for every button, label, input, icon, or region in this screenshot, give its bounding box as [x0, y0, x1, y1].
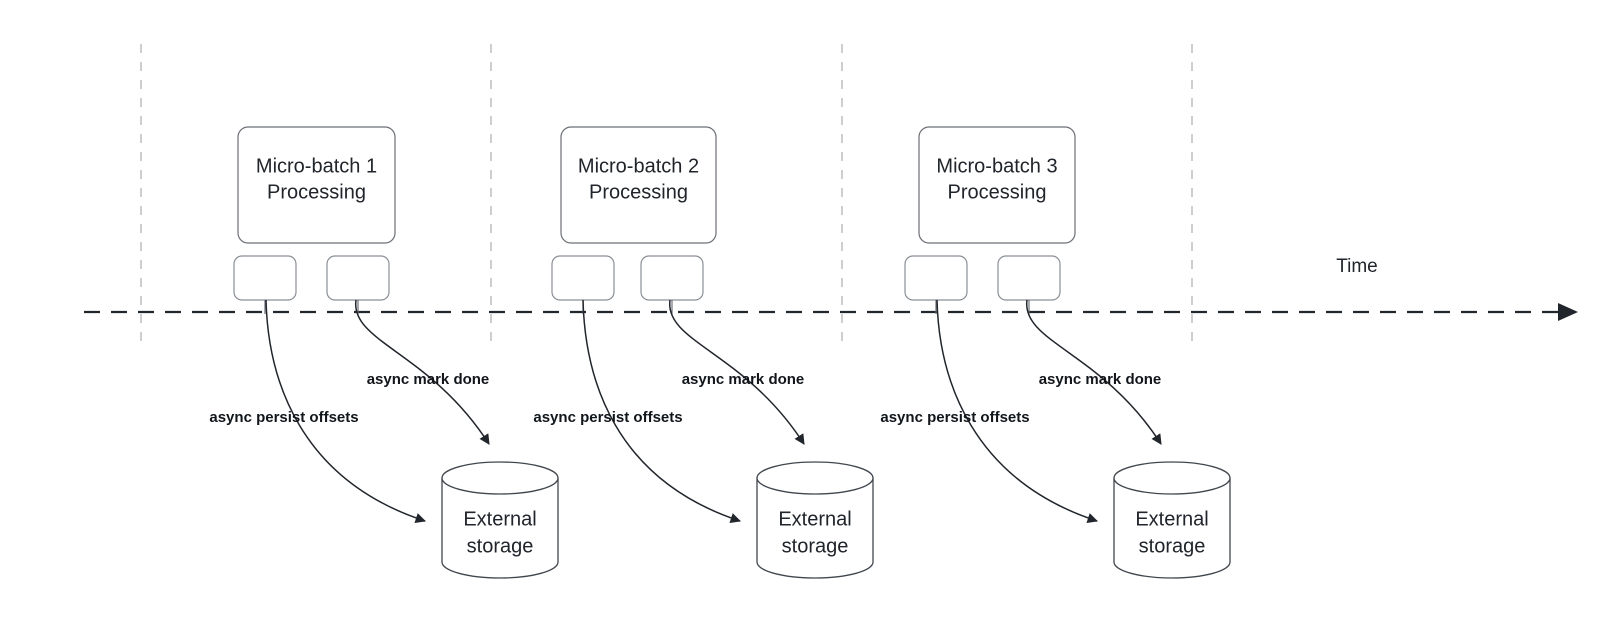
micro-batch-1-persist-offsets-label: async persist offsets: [209, 409, 358, 426]
external-storage-2-body: [756, 477, 874, 579]
group-1: Micro-batch 1 Processing async persist o…: [209, 126, 559, 579]
micro-batch-1-label-line1: Micro-batch 1: [256, 155, 377, 177]
micro-batch-1-task-b-box[interactable]: [326, 255, 390, 301]
micro-batch-3-task-b-box[interactable]: [997, 255, 1061, 301]
micro-batch-2-task-b-box[interactable]: [640, 255, 704, 301]
micro-batch-1-task-a-box[interactable]: [233, 255, 297, 301]
external-storage-3-cylinder[interactable]: External storage: [1113, 461, 1231, 579]
micro-batch-3-persist-offsets-arrow: [936, 299, 1098, 524]
external-storage-2-label-line2: storage: [782, 535, 849, 557]
group-2: Micro-batch 2 Processing async persist o…: [533, 126, 874, 579]
external-storage-1-label-line1: External: [463, 508, 536, 530]
micro-batch-2-label-line1: Micro-batch 2: [578, 155, 699, 177]
external-storage-1-top-ellipse: [441, 461, 559, 495]
timeline-arrowhead: [1558, 303, 1578, 321]
time-axis: Time: [84, 256, 1578, 321]
micro-batch-3-mark-done-label: async mark done: [1039, 371, 1162, 388]
external-storage-1-body: [441, 477, 559, 579]
micro-batch-2-mark-done-label: async mark done: [682, 371, 805, 388]
micro-batch-2-persist-offsets-arrow: [582, 299, 741, 524]
micro-batch-2-mark-done-arrow: [669, 299, 805, 445]
micro-batch-2-process-box[interactable]: [560, 126, 717, 244]
micro-batch-1-process-box[interactable]: [237, 126, 396, 244]
micro-batch-3-mark-done-arrow: [1026, 299, 1162, 445]
micro-batch-1-persist-offsets-arrow: [265, 299, 426, 524]
external-storage-1-label-line2: storage: [467, 535, 534, 557]
external-storage-3-body: [1113, 477, 1231, 579]
micro-batch-3-process-box[interactable]: [918, 126, 1076, 244]
micro-batch-3-task-a-box[interactable]: [904, 255, 968, 301]
micro-batch-2-task-a-box[interactable]: [551, 255, 615, 301]
micro-batch-3-persist-offsets-label: async persist offsets: [880, 409, 1029, 426]
external-storage-3-label-line1: External: [1135, 508, 1208, 530]
external-storage-2-top-ellipse: [756, 461, 874, 495]
micro-batch-2-label-line2: Processing: [589, 181, 688, 203]
micro-batch-1-mark-done-arrow: [355, 299, 490, 445]
boundary-guides: [140, 44, 1193, 342]
time-axis-label: Time: [1336, 256, 1378, 277]
external-storage-1-cylinder[interactable]: External storage: [441, 461, 559, 579]
micro-batch-1-mark-done-label: async mark done: [367, 371, 490, 388]
external-storage-3-top-ellipse: [1113, 461, 1231, 495]
external-storage-2-label-line1: External: [778, 508, 851, 530]
micro-batch-3-label-line1: Micro-batch 3: [936, 155, 1057, 177]
external-storage-2-cylinder[interactable]: External storage: [756, 461, 874, 579]
micro-batch-2-persist-offsets-label: async persist offsets: [533, 409, 682, 426]
micro-batch-1-label-line2: Processing: [267, 181, 366, 203]
micro-batch-3-label-line2: Processing: [948, 181, 1047, 203]
group-3: Micro-batch 3 Processing async persist o…: [880, 126, 1231, 579]
external-storage-3-label-line2: storage: [1139, 535, 1206, 557]
